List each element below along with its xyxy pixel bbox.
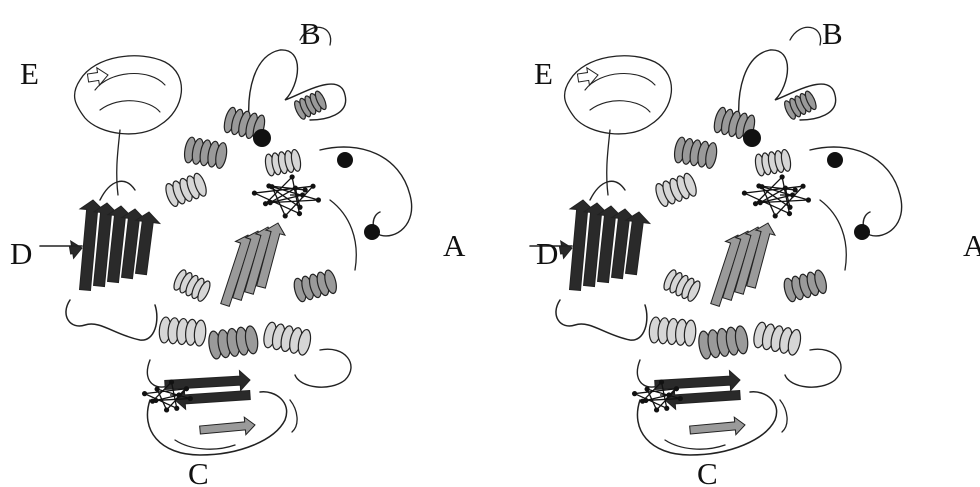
protein-ribbon-right xyxy=(490,0,980,487)
domain-label-d: D xyxy=(10,238,32,269)
domain-label-b: B xyxy=(822,18,843,49)
stereo-panel-right: A B C D E xyxy=(490,0,980,487)
domain-label-c: C xyxy=(697,458,718,487)
domain-label-a: A xyxy=(963,230,980,261)
domain-label-a: A xyxy=(443,230,465,261)
stereo-panel-left: A B C D E xyxy=(0,0,490,487)
protein-ribbon-left xyxy=(0,0,490,487)
domain-label-b: B xyxy=(300,18,321,49)
domain-label-c: C xyxy=(188,458,209,487)
domain-label-d: D xyxy=(536,238,558,269)
domain-label-e: E xyxy=(534,58,553,89)
domain-label-e: E xyxy=(20,58,39,89)
